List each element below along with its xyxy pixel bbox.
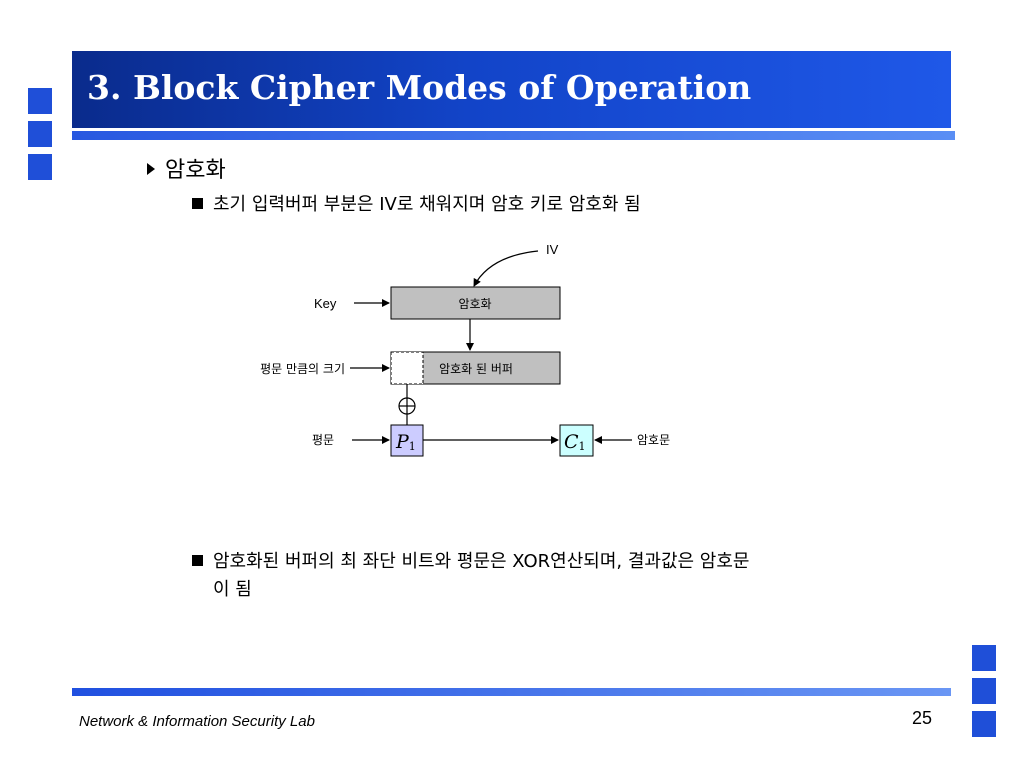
ciphertext-label: 암호문	[637, 433, 670, 447]
square-bullet-icon	[192, 555, 203, 566]
p1-label: P1	[395, 431, 416, 453]
sub-bullet-2-line2: 이 됨	[213, 579, 252, 600]
sub-bullet-2-line1: 암호화된 버퍼의 최 좌단 비트와 평문은 XOR연산되며, 결과값은 암호문	[213, 551, 750, 572]
footer-bar	[72, 688, 951, 696]
iv-arrow	[473, 250, 539, 287]
decor-square	[972, 711, 996, 737]
c1-box	[559, 424, 594, 457]
iv-label: IV	[546, 242, 559, 257]
decor-square	[28, 154, 52, 180]
footer-lab-name: Network & Information Security Lab	[79, 713, 315, 730]
title-underline	[72, 131, 955, 140]
xor-icon	[398, 397, 416, 415]
c1-symbol: C	[564, 431, 579, 453]
triangle-bullet-icon	[147, 163, 155, 175]
p1-box	[390, 424, 424, 457]
sub-bullet-2: 암호화된 버퍼의 최 좌단 비트와 평문은 XOR연산되며, 결과값은 암호문 …	[192, 548, 952, 604]
p1-subscript: 1	[409, 440, 416, 453]
sub-bullet-1: 초기 입력버퍼 부분은 IV로 채워지며 암호 키로 암호화 됨	[192, 191, 641, 219]
main-bullet-text: 암호화	[165, 158, 226, 183]
encrypt-box-label: 암호화	[458, 297, 491, 311]
c1-subscript: 1	[579, 440, 586, 453]
encrypt-box	[390, 286, 561, 320]
main-bullet: 암호화	[147, 152, 226, 184]
decor-square	[28, 88, 52, 114]
decor-square	[28, 121, 52, 147]
key-label: Key	[314, 296, 337, 311]
plaintext-size-label: 평문 만큼의 크기	[260, 362, 345, 376]
c1-label: C1	[564, 431, 586, 453]
decor-square	[972, 645, 996, 671]
page-number: 25	[912, 708, 933, 728]
sub-bullet-1-text: 초기 입력버퍼 부분은 IV로 채워지며 암호 키로 암호화 됨	[213, 194, 641, 215]
buffer-leftmost-segment	[390, 351, 424, 385]
plaintext-label: 평문	[312, 433, 334, 447]
slide-title: 3. Block Cipher Modes of Operation	[87, 68, 752, 107]
p1-symbol: P	[395, 431, 410, 453]
decor-square	[972, 678, 996, 704]
buffer-box-label: 암호화 된 버퍼	[439, 362, 513, 376]
title-bar: 3. Block Cipher Modes of Operation	[72, 51, 951, 128]
square-bullet-icon	[192, 198, 203, 209]
